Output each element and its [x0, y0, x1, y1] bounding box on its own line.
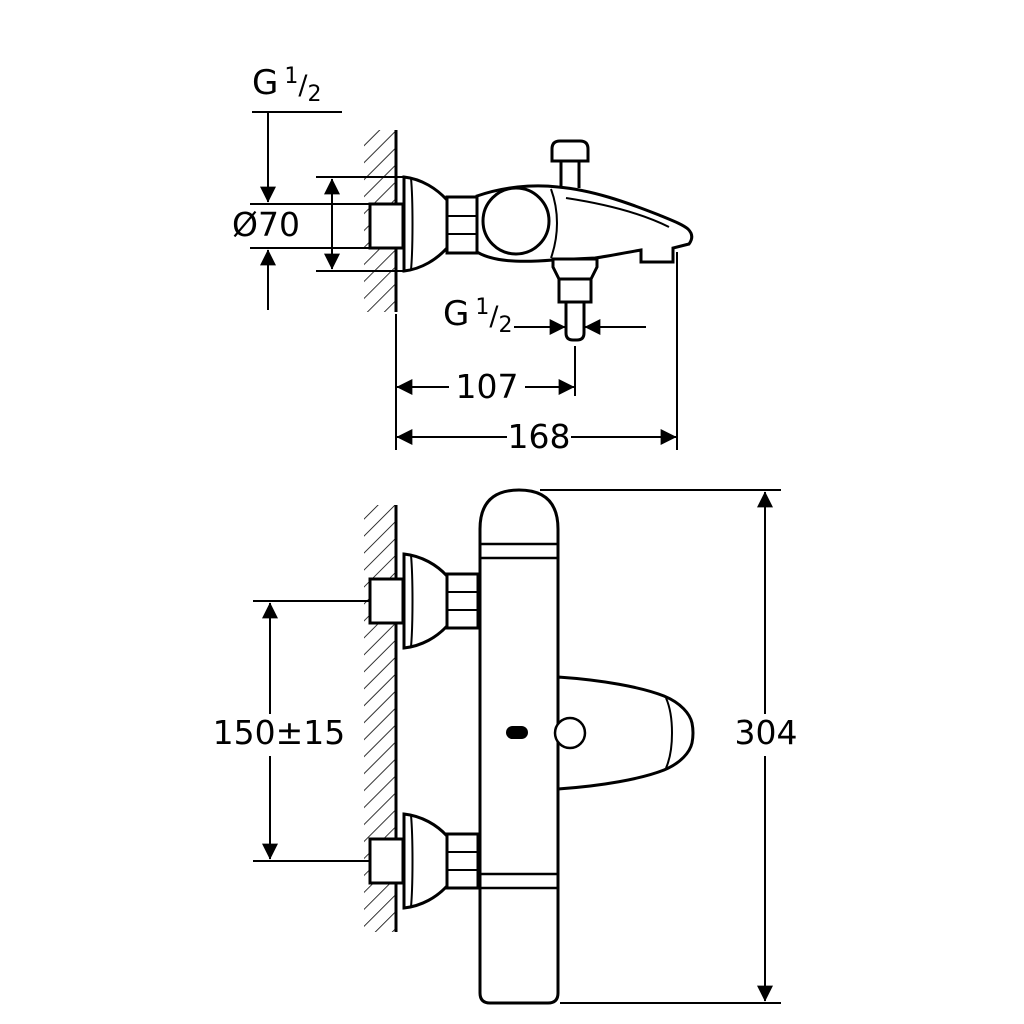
front-view-dimensions: [253, 489, 781, 1004]
spout-contour-line: [565, 197, 670, 228]
diverter-button-front: [553, 716, 587, 750]
label-dim-107: 107: [456, 367, 519, 406]
diverter-stem: [559, 161, 581, 188]
side-view-dimensions: [250, 111, 678, 450]
spout-tip-contour: [665, 697, 673, 769]
escutcheon-rim-side: [410, 177, 414, 271]
shower-outlet-nut: [557, 277, 593, 304]
inlet-square-nut-side: [368, 202, 405, 250]
square-nut-lower: [368, 837, 405, 885]
ext-lines-overall-height: [540, 489, 781, 1004]
escutcheon-side: [402, 175, 449, 273]
escutcheon-rim-upper: [410, 554, 414, 648]
shower-outlet-tube: [564, 300, 586, 342]
hex-facets-lower: [447, 851, 478, 871]
body-contour-line: [550, 188, 558, 259]
hex-facet-lines-side: [447, 215, 477, 235]
escutcheon-lower: [402, 812, 449, 910]
body-ring-lines: [480, 542, 558, 890]
ext-lines-escutcheon: [316, 176, 403, 272]
label-dim-150: 150±15: [213, 713, 346, 752]
diverter-knob: [550, 139, 590, 163]
hex-nut-upper: [445, 572, 480, 630]
ext-lines-connection-centers: [253, 600, 369, 862]
ext-lines-inlet-thread: [250, 203, 369, 249]
front-view: [364, 488, 695, 1005]
union-hex-nut-side: [445, 195, 479, 255]
safety-stop-mark: [506, 726, 528, 739]
hex-facets-upper: [447, 591, 478, 611]
square-nut-upper: [368, 577, 405, 625]
label-escutcheon-diameter: Ø70: [232, 205, 300, 244]
mixer-body-front: [478, 488, 560, 1005]
hex-nut-lower: [445, 832, 480, 890]
label-dim-304: 304: [735, 713, 798, 752]
spout-front: [556, 675, 695, 791]
escutcheon-upper: [402, 552, 449, 650]
escutcheon-rim-lower: [410, 814, 414, 908]
label-dim-168: 168: [508, 417, 571, 456]
side-view: [364, 130, 694, 342]
shower-outlet-base: [551, 257, 599, 281]
temperature-knob-side: [481, 186, 551, 256]
